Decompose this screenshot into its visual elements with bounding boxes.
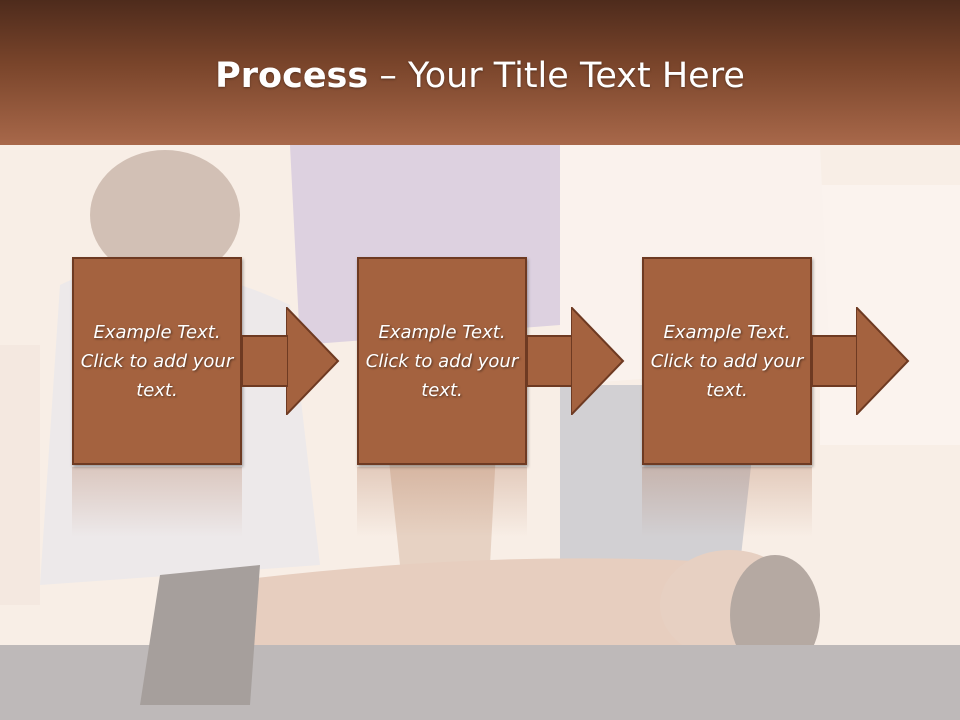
title-bold: Process [215,56,369,96]
step-1-reflection [72,467,242,537]
arrow-shaft [812,335,858,387]
arrow-right-icon [286,307,340,415]
arrow-right-icon [571,307,625,415]
title-bar: Process – Your Title Text Here [0,0,960,145]
process-step-1[interactable]: Example Text. Click to add your text. [72,257,242,465]
process-step-1-text[interactable]: Example Text. Click to add your text. [80,321,234,401]
process-step-3-text[interactable]: Example Text. Click to add your text. [650,321,804,401]
arrow-shaft [242,335,288,387]
slide-title[interactable]: Process – Your Title Text Here [0,54,960,98]
title-rest: – Your Title Text Here [368,56,745,96]
step-2-reflection [357,467,527,537]
process-step-3[interactable]: Example Text. Click to add your text. [642,257,812,465]
arrow-shaft [527,335,573,387]
arrow-right-icon [856,307,910,415]
process-step-2[interactable]: Example Text. Click to add your text. [357,257,527,465]
process-step-2-text[interactable]: Example Text. Click to add your text. [365,321,519,401]
step-3-reflection [642,467,812,537]
